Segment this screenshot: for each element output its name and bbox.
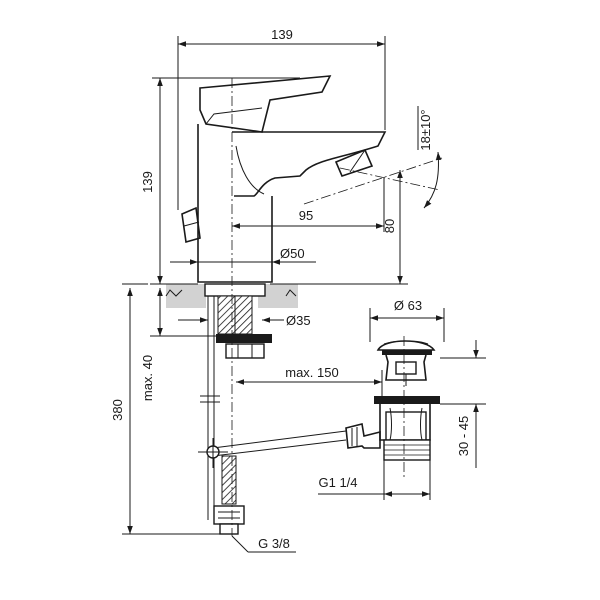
label-waste-adjust: 30 - 45 <box>456 416 471 456</box>
mounting-block <box>204 283 266 297</box>
spout <box>232 131 387 197</box>
waste-side-connector <box>345 423 381 449</box>
dimension-labels: 139 139 18±10° 95 80 Ø50 Ø35 Ø 63 max. 4… <box>110 27 471 551</box>
pop-up-rod <box>198 430 347 468</box>
label-overall-height: 139 <box>140 171 155 193</box>
bidet-nozzle <box>334 148 374 177</box>
label-max-rod-reach: max. 150 <box>285 365 338 380</box>
hose-connector <box>213 505 245 525</box>
center-lines <box>231 78 443 536</box>
label-spout-height: 80 <box>382 219 397 233</box>
waste-flange <box>382 350 432 355</box>
waste-nut <box>374 396 440 404</box>
supply-hose <box>200 296 245 535</box>
label-overall-width: 139 <box>271 27 293 42</box>
label-spout-reach: 95 <box>299 208 313 223</box>
label-lever-tilt: 18±10° <box>418 109 433 150</box>
label-hole-diameter: Ø35 <box>286 313 311 328</box>
lever-handle <box>199 75 332 133</box>
waste-plug <box>376 340 436 351</box>
fixing-nut <box>216 334 272 343</box>
label-supply-thread: G 3/8 <box>258 536 290 551</box>
waste <box>345 340 440 461</box>
faucet <box>181 75 387 283</box>
label-body-diameter: Ø50 <box>280 246 305 261</box>
label-hose-length: 380 <box>110 399 125 421</box>
label-max-thickness: max. 40 <box>140 355 155 401</box>
faucet-body <box>197 124 273 283</box>
countertop <box>165 283 298 359</box>
label-waste-head-diameter: Ø 63 <box>394 298 422 313</box>
pop-up-knob <box>181 206 201 244</box>
label-waste-thread: G1 1/4 <box>318 475 357 490</box>
dimension-lines <box>122 36 486 553</box>
